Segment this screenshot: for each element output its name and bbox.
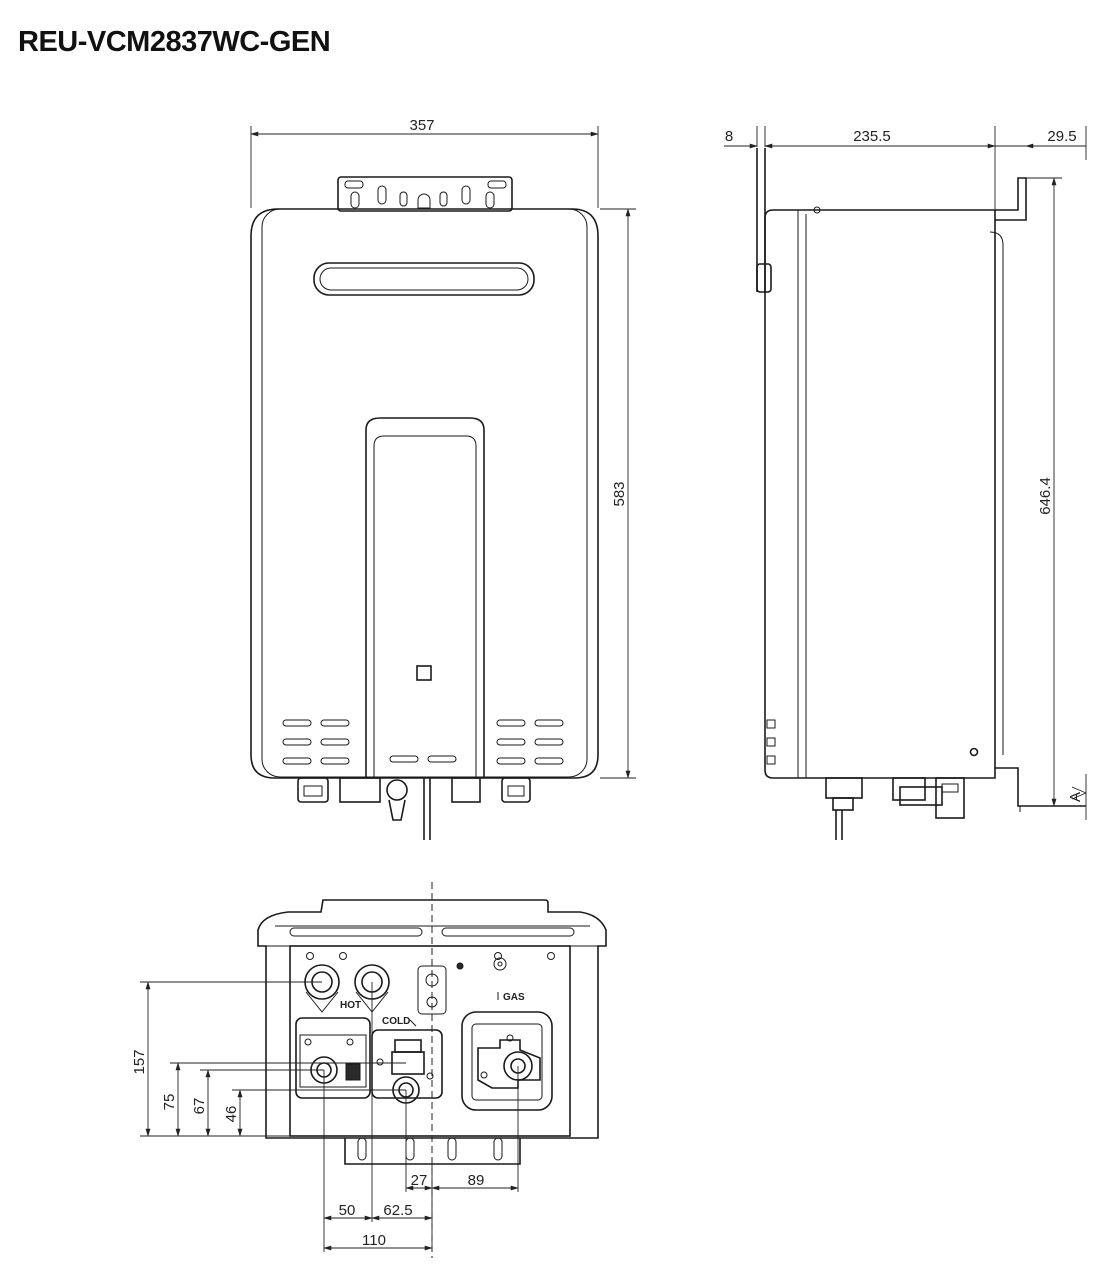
- cold-label: COLD: [382, 1016, 410, 1027]
- side-bracket-dim: 8: [725, 128, 733, 145]
- front-height-dim: 583: [611, 481, 628, 506]
- side-offset-dim: 29.5: [1047, 128, 1076, 145]
- front-center-panel: [365, 417, 485, 778]
- dim-67: 67: [191, 1098, 208, 1115]
- vent-slots-center: [389, 755, 457, 763]
- bottom-body-outline: [257, 899, 607, 1139]
- status-indicator-square: [416, 665, 432, 681]
- side-wall-bracket: [756, 148, 766, 292]
- front-body-outline: [250, 208, 599, 779]
- page-title: REU-VCM2837WC-GEN: [18, 26, 331, 58]
- side-depth-dim: 235.5: [853, 128, 891, 145]
- dim-27: 27: [411, 1172, 428, 1189]
- side-marker-label: A: [1067, 792, 1084, 802]
- bottom-horizontal-dims: [323, 982, 519, 1252]
- front-view: 357 583: [250, 117, 636, 840]
- dim-50: 50: [339, 1202, 356, 1219]
- left-fitting-frame: [295, 1017, 371, 1099]
- front-bottom-fittings: [297, 777, 531, 840]
- side-view: 8 235.5 29.5 646.4 A: [724, 126, 1087, 840]
- front-mounting-bracket: [337, 176, 513, 212]
- bottom-vertical-dims: [140, 981, 406, 1137]
- front-width-dim: 357: [409, 117, 434, 134]
- gas-inlet: [461, 1011, 553, 1111]
- dim-46: 46: [223, 1106, 240, 1123]
- dim-62-5: 62.5: [383, 1202, 412, 1219]
- dim-110: 110: [362, 1232, 386, 1249]
- gas-label: GAS: [503, 992, 525, 1003]
- vent-slots-left: [282, 719, 350, 765]
- exhaust-vent: [313, 262, 535, 296]
- hot-label: HOT: [340, 1000, 361, 1011]
- dim-89: 89: [468, 1172, 485, 1189]
- bottom-inner-plate: [289, 945, 571, 1137]
- bottom-view: HOT COLD GAS: [131, 882, 607, 1258]
- side-bottom-fittings: [825, 777, 965, 840]
- dim-75: 75: [161, 1094, 178, 1111]
- hot-water-outlet: [304, 964, 340, 1013]
- side-height-dim: 646.4: [1037, 477, 1054, 515]
- dim-157: 157: [131, 1049, 148, 1074]
- vent-slots-right: [496, 719, 564, 765]
- side-body-outline: [764, 209, 996, 779]
